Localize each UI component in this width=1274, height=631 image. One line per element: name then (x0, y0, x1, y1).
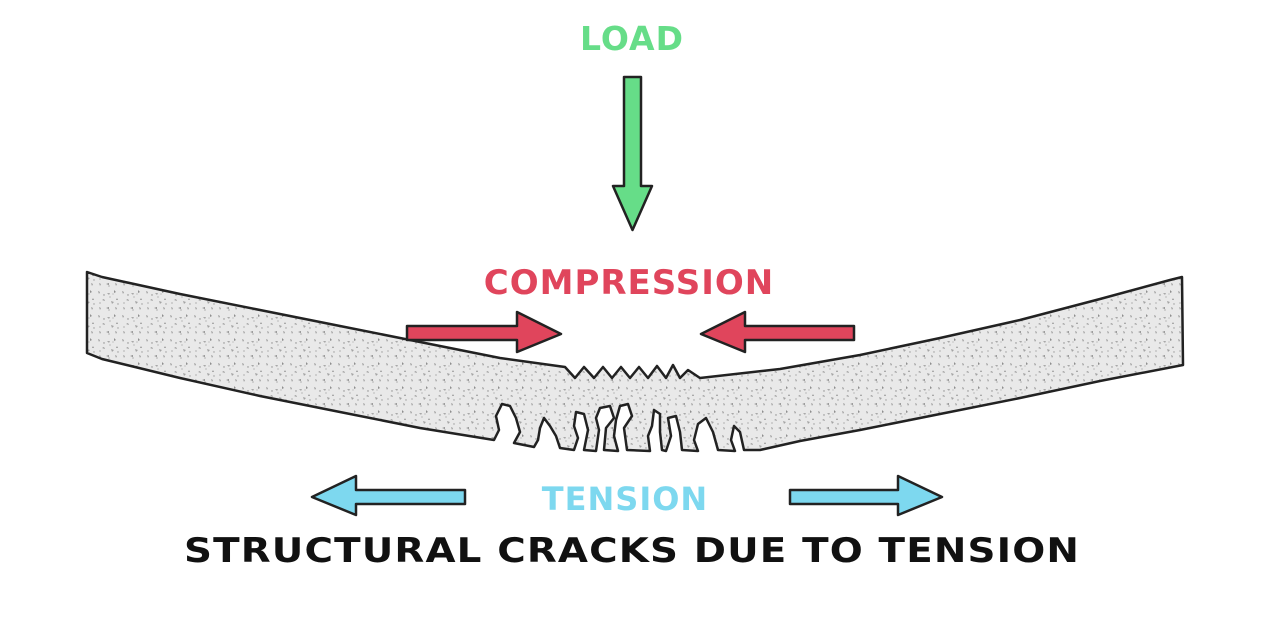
compression-label: COMPRESSION (484, 263, 774, 303)
load-arrow-icon (611, 75, 654, 232)
concrete-beam (85, 270, 1185, 453)
load-label: LOAD (580, 19, 684, 58)
tension-arrow-left-icon (310, 474, 467, 517)
tension-arrow-right-icon (788, 474, 944, 517)
tension-label: TENSION (542, 480, 708, 518)
compression-arrow-left-icon (405, 310, 563, 354)
compression-arrow-right-icon (699, 310, 856, 354)
caption: STRUCTURAL CRACKS DUE TO TENSION (184, 531, 1080, 571)
